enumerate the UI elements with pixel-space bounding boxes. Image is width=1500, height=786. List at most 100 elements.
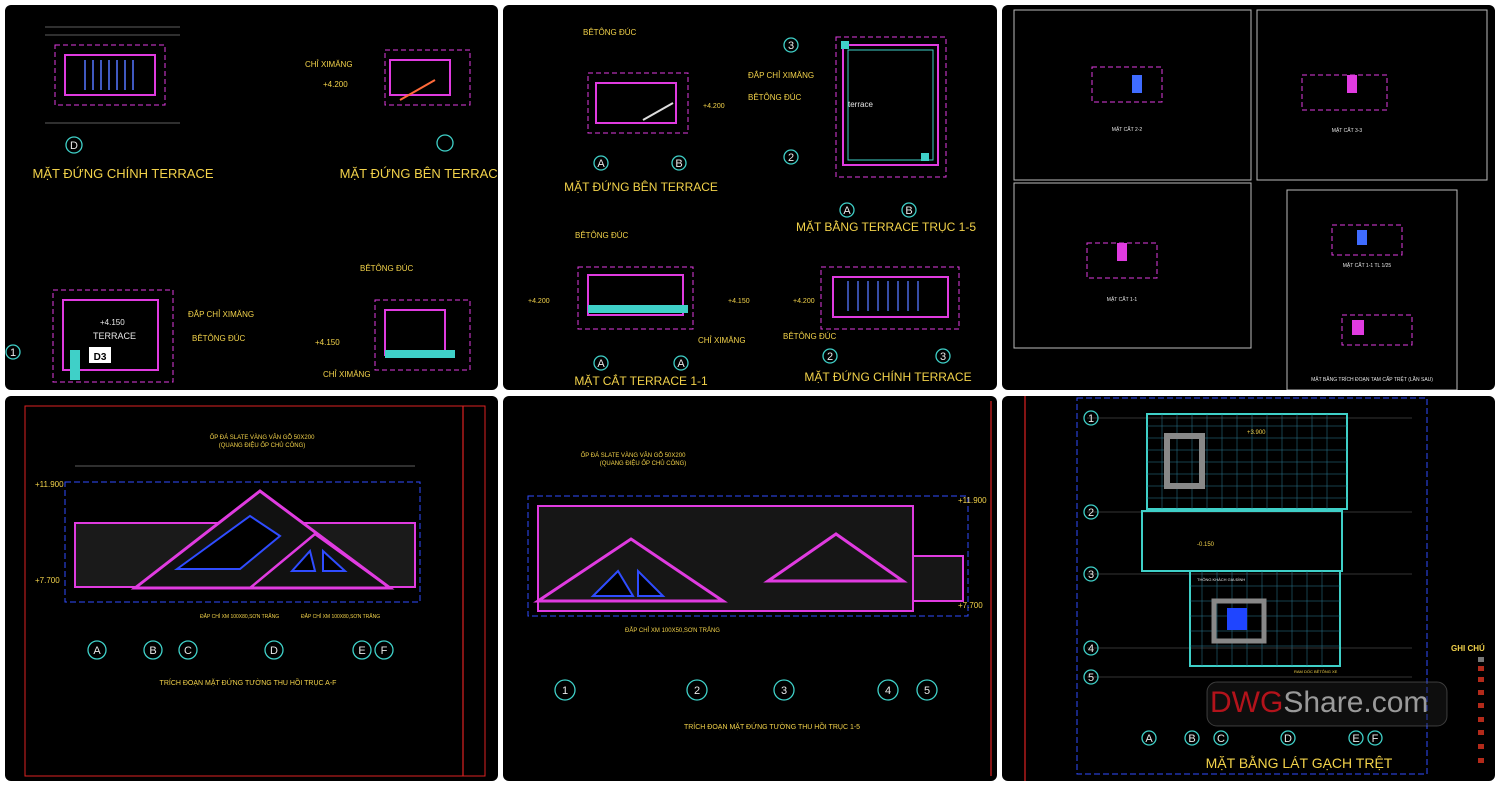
svg-text:B: B — [149, 645, 156, 657]
title: TRÍCH ĐOẠN MẶT ĐỨNG TƯỜNG THU HỒI TRỤC A… — [160, 677, 337, 687]
svg-text:C: C — [184, 645, 192, 657]
level-mark: +4.150 — [100, 318, 125, 327]
label: BÊTÔNG ĐÚC — [192, 334, 246, 343]
label: ĐẮP CHỈ XIMĂNG — [748, 71, 814, 80]
panel-terrace-plan-sections: BÊTÔNG ĐÚC +4.200 A B MẶT ĐỨNG BÊN TERRA… — [503, 5, 997, 390]
label: ĐẮP CHỈ XM 100X80,SƠN TRẮNG — [301, 612, 380, 620]
note: (QUANG ĐIỆU ỐP CHỦ CÔNG) — [219, 441, 306, 449]
label: BÊTÔNG ĐÚC — [360, 264, 414, 273]
svg-text:C: C — [1217, 733, 1225, 745]
axis-label: 3 — [940, 351, 946, 363]
caption: MẶT CẮT 2-2 — [1112, 125, 1143, 133]
note: ỐP ĐÁ SLATE VÀNG VÂN GỖ 50X200 — [210, 434, 315, 441]
level-mark: +4.200 — [323, 80, 348, 89]
watermark-share: Share.com — [1283, 686, 1429, 719]
title-main-elevation: MẶT ĐỨNG CHÍNH TERRACE — [32, 166, 213, 181]
axis-label: B — [905, 205, 912, 217]
level-mark: +11.900 — [958, 496, 987, 505]
legend-title: GHI CHÚ — [1451, 644, 1485, 653]
level-mark: -0.150 — [1197, 542, 1215, 548]
caption: MẶT CẮT 3-3 — [1332, 126, 1363, 134]
railing — [64, 54, 156, 96]
label: ĐẮP CHỈ XIMĂNG — [188, 310, 254, 319]
label: BÊTÔNG ĐÚC — [783, 332, 837, 341]
svg-text:A: A — [93, 645, 101, 657]
drawing-section-sheets: MẶT CẮT 2-2 MẶT CẮT 3-3 MẶT CẮT 1-1 MẶT … — [1013, 9, 1488, 390]
watermark-box — [1206, 681, 1448, 727]
watermark: DWGShare.com — [1210, 686, 1428, 720]
label: BÊTÔNG ĐÚC — [575, 231, 629, 240]
label: CHỈ XIMĂNG — [323, 370, 371, 379]
svg-text:F: F — [381, 645, 388, 657]
row-axis-bubbles: 1 2 3 4 5 — [1083, 410, 1099, 685]
drawing-gable-1-5: ỐP ĐÁ SLATE VÀNG VÂN GỖ 50X200 (QUANG ĐI… — [527, 401, 992, 776]
svg-text:E: E — [358, 645, 365, 657]
caption: MẶT CẮT 1-1 TL 1/25 — [1343, 261, 1392, 269]
level-mark: +4.150 — [315, 338, 340, 347]
svg-text:B: B — [1188, 733, 1195, 745]
svg-text:2: 2 — [1088, 507, 1094, 519]
axis-label: A — [677, 358, 685, 370]
level-mark: +3.900 — [1247, 430, 1266, 436]
title: MẶT BẰNG LÁT GẠCH TRỆT — [1206, 754, 1393, 771]
svg-text:1: 1 — [1088, 413, 1094, 425]
legend-swatches — [1478, 657, 1484, 763]
svg-text:1: 1 — [562, 685, 568, 697]
svg-text:3: 3 — [781, 685, 787, 697]
title-side-elevation: MẶT ĐỨNG BÊN TERRACE — [340, 166, 498, 181]
axis-label: 2 — [827, 351, 833, 363]
axis-label: B — [675, 158, 682, 170]
title: TRÍCH ĐOẠN MẶT ĐỨNG TƯỜNG THU HỒI TRỤC 1… — [684, 721, 860, 731]
title: MẶT ĐỨNG BÊN TERRACE — [564, 179, 718, 194]
svg-text:4: 4 — [885, 685, 891, 697]
axis-label: 1 — [10, 347, 16, 359]
note: (QUANG ĐIỆU ỐP CHỦ CÔNG) — [600, 459, 687, 467]
column-axis-bubbles: A B C D E F — [1141, 730, 1383, 746]
axis-label: A — [597, 358, 605, 370]
axis-label: 3 — [788, 40, 794, 52]
caption: MẶT BẰNG TRÍCH ĐOẠN TAM CẤP TRỆT (LẦN SA… — [1311, 375, 1433, 383]
svg-text:4: 4 — [1088, 643, 1094, 655]
level-mark: +4.200 — [528, 298, 550, 305]
title: MẶT ĐỨNG CHÍNH TERRACE — [804, 369, 971, 384]
svg-text:5: 5 — [924, 685, 930, 697]
caption: MẶT CẮT 1-1 — [1107, 295, 1138, 303]
note: ỐP ĐÁ SLATE VÀNG VÂN GỖ 50X200 — [581, 452, 686, 459]
level-mark: +4.200 — [793, 298, 815, 305]
door-tag: D3 — [94, 352, 107, 363]
svg-text:5: 5 — [1088, 672, 1094, 684]
svg-text:A: A — [1145, 733, 1153, 745]
axis-label: D — [70, 140, 78, 152]
label: BÊTÔNG ĐÚC — [748, 93, 802, 102]
drawing-terrace-plan: BÊTÔNG ĐÚC +4.200 A B MẶT ĐỨNG BÊN TERRA… — [528, 28, 976, 388]
axis-bubbles: 1 2 3 4 5 — [554, 679, 938, 701]
svg-text:D: D — [270, 645, 278, 657]
axis-label: A — [597, 158, 605, 170]
axis-bubble-d — [65, 136, 83, 154]
drawing-gable-a-f: ỐP ĐÁ SLATE VÀNG VÂN GỖ 50X200 (QUANG ĐI… — [24, 405, 486, 777]
drawing-terrace-elevations: D MẶT ĐỨNG CHÍNH TERRACE CHỈ XIMĂNG +4.2… — [5, 26, 498, 383]
axis-label: 2 — [788, 152, 794, 164]
watermark-dwg: DWG — [1210, 686, 1284, 719]
level-mark: +4.200 — [703, 103, 725, 110]
panel-ground-floor-tiling: +3.900 -0.150 THÔNG KHÁCH GIA ĐÌNH RAM D… — [1002, 396, 1495, 781]
label: ĐẮP CHỈ XM 100X50,SƠN TRẮNG — [625, 626, 720, 634]
panel-terrace-elevations: D MẶT ĐỨNG CHÍNH TERRACE CHỈ XIMĂNG +4.2… — [5, 5, 498, 390]
axis-bubbles: A B C D E F — [87, 640, 394, 660]
panel-gable-wall-a-f: ỐP ĐÁ SLATE VÀNG VÂN GỖ 50X200 (QUANG ĐI… — [5, 396, 498, 781]
balusters — [84, 60, 134, 90]
label: CHỈ XIMĂNG — [305, 60, 353, 69]
svg-text:2: 2 — [694, 685, 700, 697]
svg-text:3: 3 — [1088, 569, 1094, 581]
level-mark: +11.900 — [35, 480, 64, 489]
svg-text:F: F — [1372, 733, 1379, 745]
svg-text:E: E — [1352, 733, 1359, 745]
level-mark: +7.700 — [958, 601, 983, 610]
room-label: TERRACE — [93, 331, 136, 341]
drawing-floor-tiling: +3.900 -0.150 THÔNG KHÁCH GIA ĐÌNH RAM D… — [1024, 396, 1485, 781]
label: CHỈ XIMĂNG — [698, 336, 746, 345]
level-mark: +7.700 — [35, 576, 60, 585]
panel-gable-wall-1-5: ỐP ĐÁ SLATE VÀNG VÂN GỖ 50X200 (QUANG ĐI… — [503, 396, 997, 781]
room-label: terrace — [848, 100, 873, 109]
svg-text:D: D — [1284, 733, 1292, 745]
